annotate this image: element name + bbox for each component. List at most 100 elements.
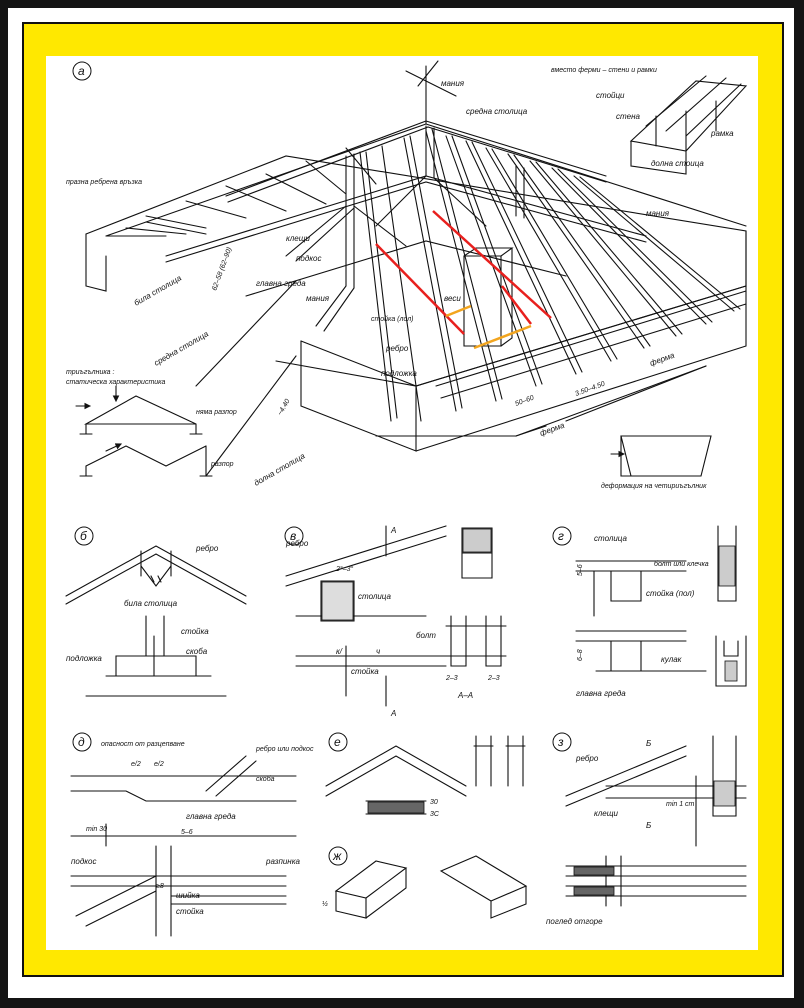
panel-d-label: д [78, 735, 85, 749]
section-hatch-z [713, 780, 736, 807]
label-inset-title: вместо ферми – стени и рамки [551, 67, 657, 74]
panel-b-label-circle [74, 526, 94, 546]
label-inset-stoltsi: стойци [596, 91, 625, 100]
roof-construction-drawing: а б в г д е з ж вместо ферми – стени и р… [65, 60, 748, 937]
panel-b-label: б [80, 529, 88, 543]
label-d-podkos: подкос [71, 857, 97, 866]
label-g-stoltsa: столица [594, 534, 627, 543]
label-d-shiika: шийка [176, 891, 200, 900]
label-v-ch: ч [376, 647, 380, 656]
panel-g-label: г [558, 529, 564, 543]
label-lower-post: долна стоица [651, 159, 704, 168]
label-z-rebro: ребро [575, 754, 599, 763]
panel-e-notch-joint [325, 735, 526, 815]
label-d-skoba: скоба [256, 775, 275, 783]
panel-a-inset-walls-frames [629, 75, 748, 175]
label-v-rebro: ребро [285, 539, 309, 548]
label-v-stoyka: стойка [351, 667, 379, 676]
label-middle-post: средна столица [466, 107, 528, 116]
panel-z-label: з [557, 735, 564, 749]
section-hatch-z-plan [573, 866, 615, 876]
panel-a-label-circle [72, 61, 92, 81]
section-hatch-g-bottom [724, 660, 738, 682]
label-v-k: к/ [336, 647, 343, 656]
label-d-razpinka: разпинка [265, 857, 300, 866]
label-triangle-sub: статическа характеристика [66, 379, 165, 386]
section-hatch-aa [462, 528, 492, 553]
label-v-dim-23b: 2–3 [487, 675, 500, 682]
label-zh-dim: ½ [322, 900, 328, 908]
label-d-min30: min 30 [86, 826, 107, 833]
label-podkos: подкос [296, 254, 322, 263]
panel-g-label-circle [552, 526, 572, 546]
label-v-dim-angle: 2°–3° [335, 565, 353, 573]
section-hatch-g-top [718, 545, 736, 587]
label-d-danger: опасност от разцепване [101, 741, 185, 748]
label-dim-3: 50–60 [514, 395, 535, 408]
label-klesht: клещи [286, 234, 311, 243]
label-rebro: ребро [385, 344, 409, 353]
panel-zh-label: ж [332, 849, 342, 863]
label-fake-rib: празна ребрена връзка [66, 178, 142, 186]
highlight-orange-trimmer-lower [473, 324, 532, 350]
label-b-podlozhka: подложка [66, 654, 102, 663]
label-g-bolt: болт или клечка [654, 560, 709, 568]
label-v-aa: А–А [457, 691, 473, 700]
label-d-e12a: е/2 [131, 761, 141, 768]
label-v-stoltsa: столица [358, 592, 391, 601]
label-z-klesht: клещи [594, 809, 619, 818]
label-g-glavna-greda: главна греда [576, 689, 626, 698]
label-e-d2: 3С [430, 811, 440, 818]
panel-g-post-beam-joint [575, 525, 747, 687]
label-d-stoyka: стойка [176, 907, 204, 916]
label-b-bila-stoltsa: била столица [124, 599, 178, 608]
panel-zh-halved-joint [334, 855, 528, 919]
label-z-view: поглед отгоре [546, 917, 603, 926]
label-hip: мания [441, 79, 465, 88]
label-v-sec-a-top: А [390, 526, 396, 535]
section-hatch-v [321, 581, 354, 621]
label-g-dim-1: 5–6 [577, 564, 584, 576]
panel-a-triangle-statics [75, 385, 712, 477]
label-bila-stoltsa: била столица [133, 273, 184, 308]
label-d-d56: 5–6 [181, 829, 193, 836]
label-b-skoba: скоба [186, 647, 208, 656]
label-d-rebro-podkos: ребро или подкос [255, 745, 314, 753]
label-hip2: мания [646, 209, 670, 218]
highlight-red-rafter-upper [432, 210, 552, 319]
drawing-sheet: а б в г д е з ж вместо ферми – стени и р… [46, 56, 758, 950]
section-hatch-z-plan2 [573, 886, 615, 896]
section-hatch-e [367, 801, 425, 814]
label-stoyka-pol: стойка (лол) [371, 315, 413, 323]
label-g-kulak: кулак [661, 655, 683, 664]
label-glavna-greda: главна греда [256, 279, 306, 288]
label-sredna-stoltsa: средна столица [153, 329, 211, 368]
panel-b-ridge-joint [65, 545, 247, 697]
label-g-stoyka-pol: стойка (пол) [646, 589, 695, 598]
label-v-sec-a-bot: А [390, 709, 396, 718]
label-inset-ramka: рамка [710, 129, 734, 138]
label-dim-1: 62–58 (62–90) [211, 246, 233, 291]
highlight-red-rafter-right [501, 285, 532, 325]
panel-v-rafter-post-joint [285, 525, 507, 707]
highlight-orange-trimmer-upper [445, 304, 472, 318]
label-z-min: min 1 сm [666, 801, 695, 808]
label-deformation: деформация на четириъгълник [601, 482, 707, 490]
panel-zh-label-circle [328, 846, 348, 866]
label-dolna-stoltsa: долна столица [253, 451, 308, 488]
label-spread: разпор [210, 461, 234, 468]
highlight-red-rafter-left [375, 243, 465, 335]
label-dim-2: ~4.40 [277, 398, 292, 417]
label-e-d1: 30 [430, 799, 438, 806]
panel-z-label-circle [552, 732, 572, 752]
label-podlozhka: подложка [381, 369, 417, 378]
label-inset-stena: стена [616, 112, 641, 121]
label-mania3: мания [306, 294, 330, 303]
label-z-b-bot: Б [646, 821, 651, 830]
panel-d-label-circle [72, 732, 92, 752]
panel-v-label-circle [284, 526, 304, 546]
label-vesh: веси [444, 294, 461, 303]
label-g-dim-2: 6–8 [577, 649, 584, 661]
label-d-e12b: е/2 [154, 761, 164, 768]
label-ferma1: ферма [649, 351, 677, 368]
